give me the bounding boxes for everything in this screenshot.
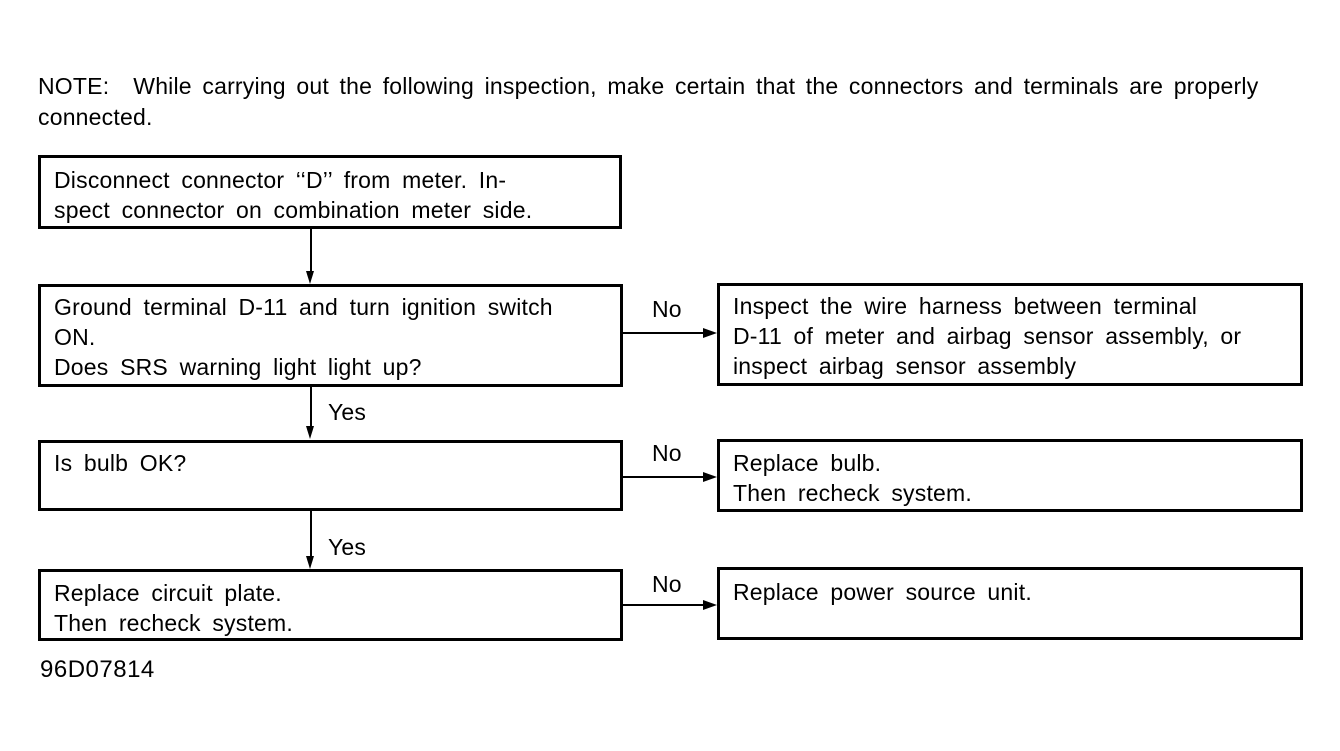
box-line: Disconnect connector ‘‘D’’ from meter. I… bbox=[54, 167, 507, 193]
box-line: inspect airbag sensor assembly bbox=[733, 353, 1077, 379]
box-line: ON. bbox=[54, 324, 96, 350]
arrow-head-right-icon bbox=[703, 600, 717, 610]
label-no-step2: No bbox=[652, 296, 682, 322]
note-body: While carrying out the following inspect… bbox=[38, 73, 1259, 130]
note-label: NOTE: bbox=[38, 73, 110, 99]
note: NOTE:While carrying out the following in… bbox=[38, 71, 1312, 133]
label-yes-step3: Yes bbox=[328, 534, 367, 560]
box-line: Replace circuit plate. bbox=[54, 580, 282, 606]
box-line: Replace power source unit. bbox=[733, 579, 1032, 605]
box-line: spect connector on combination meter sid… bbox=[54, 197, 533, 223]
box-disconnect-connector: Disconnect connector ‘‘D’’ from meter. I… bbox=[38, 155, 622, 229]
arrow-line-step1-step2 bbox=[310, 229, 312, 272]
box-replace-bulb: Replace bulb. Then recheck system. bbox=[717, 439, 1303, 512]
label-yes-step2: Yes bbox=[328, 399, 367, 425]
box-line: Replace bulb. bbox=[733, 450, 882, 476]
box-ground-terminal-check: Ground terminal D-11 and turn ignition s… bbox=[38, 284, 623, 387]
box-line: Does SRS warning light light up? bbox=[54, 354, 422, 380]
arrow-line-step4-result3 bbox=[622, 604, 704, 606]
arrow-head-right-icon bbox=[703, 472, 717, 482]
arrow-line-step2-step3 bbox=[310, 387, 312, 426]
label-no-step4: No bbox=[652, 571, 682, 597]
box-line: Ground terminal D-11 and turn ignition s… bbox=[54, 294, 553, 320]
box-replace-circuit-plate: Replace circuit plate. Then recheck syst… bbox=[38, 569, 623, 641]
arrow-head-down-icon bbox=[306, 426, 314, 439]
arrow-head-down-icon bbox=[306, 556, 314, 569]
box-line: Inspect the wire harness between termina… bbox=[733, 293, 1198, 319]
arrow-line-step3-result2 bbox=[622, 476, 704, 478]
arrow-head-down-icon bbox=[306, 271, 314, 284]
box-line: D-11 of meter and airbag sensor assembly… bbox=[733, 323, 1242, 349]
arrow-line-step2-result1 bbox=[622, 332, 704, 334]
figure-code: 96D07814 bbox=[40, 656, 155, 683]
arrow-line-step3-step4 bbox=[310, 511, 312, 556]
box-inspect-wire-harness: Inspect the wire harness between termina… bbox=[717, 283, 1303, 386]
box-line: Then recheck system. bbox=[733, 480, 972, 506]
box-bulb-check: Is bulb OK? bbox=[38, 440, 623, 511]
box-replace-power-source-unit: Replace power source unit. bbox=[717, 567, 1303, 640]
box-line: Is bulb OK? bbox=[54, 450, 187, 476]
label-no-step3: No bbox=[652, 440, 682, 466]
arrow-head-right-icon bbox=[703, 328, 717, 338]
box-line: Then recheck system. bbox=[54, 610, 293, 636]
